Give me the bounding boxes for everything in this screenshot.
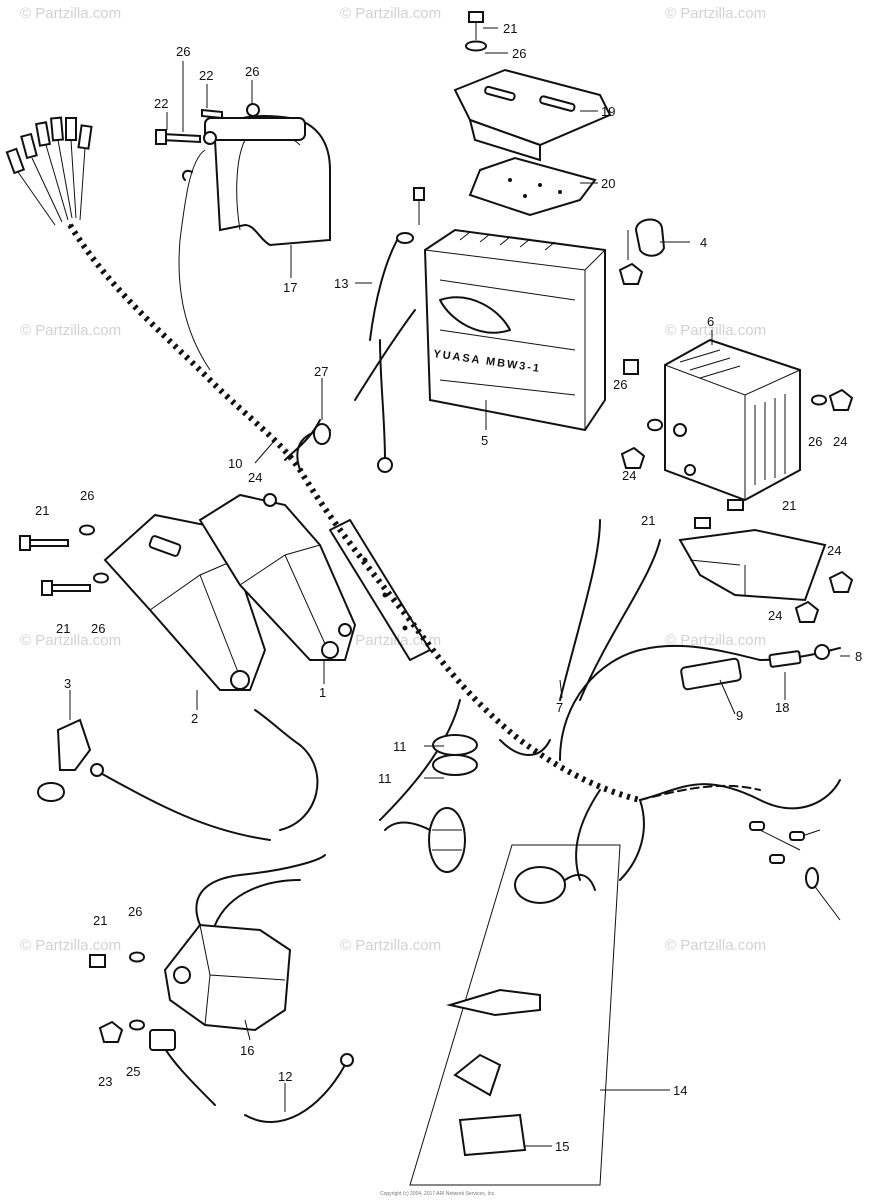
callout-27: 27: [314, 364, 328, 379]
mounting-bracket: [678, 499, 854, 623]
callout-25: 25: [126, 1064, 140, 1079]
callout-13: 13: [334, 276, 348, 291]
callout-23: 23: [98, 1074, 112, 1089]
watermark: © Partzilla.com: [20, 937, 121, 954]
callout-9: 9: [736, 708, 743, 723]
callout-19: 19: [601, 104, 615, 119]
callout-8: 8: [855, 649, 862, 664]
callout-17: 17: [283, 280, 297, 295]
callout-12: 12: [278, 1069, 292, 1084]
battery-cushion-20: [468, 156, 597, 217]
callout-26: 26: [91, 621, 105, 636]
callout-22: 22: [154, 96, 168, 111]
callout-labels: 21 26 19 20 4 6 5 13 17 26 22 26 22 27 1…: [35, 21, 862, 1154]
callout-3: 3: [64, 676, 71, 691]
watermark: © Partzilla.com: [340, 937, 441, 954]
fuse-holder-9: [680, 657, 742, 691]
battery-5: YUASA MBW3-1: [354, 187, 606, 473]
callout-21: 21: [641, 513, 655, 528]
watermark: © Partzilla.com: [340, 632, 441, 649]
callout-21: 21: [503, 21, 517, 36]
callout-5: 5: [481, 433, 488, 448]
battery-bracket-19: [453, 68, 612, 162]
callout-26: 26: [613, 377, 627, 392]
watermark: © Partzilla.com: [665, 322, 766, 339]
callout-1: 1: [319, 685, 326, 700]
callout-15: 15: [555, 1139, 569, 1154]
callout-10: 10: [228, 456, 242, 471]
watermark: © Partzilla.com: [665, 632, 766, 649]
callout-24: 24: [622, 468, 636, 483]
starter-cable-12: [244, 1053, 354, 1123]
callout-22: 22: [199, 68, 213, 83]
footer-copyright: Copyright (c) 2004, 2017 ARI Network Ser…: [380, 1191, 496, 1197]
watermark: © Partzilla.com: [20, 322, 121, 339]
spark-plug-cap-3: [36, 718, 271, 841]
ignition-switch-14: [409, 844, 621, 1186]
callout-26: 26: [128, 904, 142, 919]
callout-24: 24: [248, 470, 262, 485]
callout-26: 26: [80, 488, 94, 503]
fuse-18: [768, 644, 830, 668]
callout-11: 11: [393, 739, 407, 754]
callout-26: 26: [245, 64, 259, 79]
callout-24: 24: [833, 434, 847, 449]
watermark: © Partzilla.com: [340, 5, 441, 22]
callout-20: 20: [601, 176, 615, 191]
watermark: © Partzilla.com: [20, 5, 121, 22]
watermark: © Partzilla.com: [665, 5, 766, 22]
ground-cable-27: [284, 419, 331, 461]
condenser: [384, 734, 478, 873]
callout-26: 26: [808, 434, 822, 449]
regulator-6: [620, 338, 854, 502]
watermark-layer: © Partzilla.com © Partzilla.com © Partzi…: [20, 5, 766, 954]
callout-21: 21: [56, 621, 70, 636]
harness-connectors: [5, 116, 93, 226]
callout-16: 16: [240, 1043, 254, 1058]
relay-17: [178, 115, 331, 371]
starter-relay-16: [89, 854, 326, 1106]
callout-21: 21: [782, 498, 796, 513]
ignition-coil-1: [198, 493, 357, 661]
watermark: © Partzilla.com: [20, 632, 121, 649]
leader-lines: [69, 27, 850, 1147]
terminal-cap-4: [618, 218, 666, 285]
callout-11: 11: [378, 771, 392, 786]
callout-14: 14: [673, 1083, 687, 1098]
high-tension-lead: [279, 744, 319, 831]
callout-18: 18: [775, 700, 789, 715]
fasteners-17: [155, 103, 260, 145]
main-wire-harness: [5, 116, 841, 921]
callout-7: 7: [556, 700, 563, 715]
bolt-21-top: [464, 11, 488, 52]
callout-26: 26: [176, 44, 190, 59]
callout-4: 4: [700, 235, 707, 250]
callout-6: 6: [707, 314, 714, 329]
callout-24: 24: [827, 543, 841, 558]
callout-21: 21: [35, 503, 49, 518]
callout-21: 21: [93, 913, 107, 928]
callout-26: 26: [512, 46, 526, 61]
coil-fasteners: [19, 493, 277, 596]
callout-24: 24: [768, 608, 782, 623]
watermark: © Partzilla.com: [665, 937, 766, 954]
callout-2: 2: [191, 711, 198, 726]
